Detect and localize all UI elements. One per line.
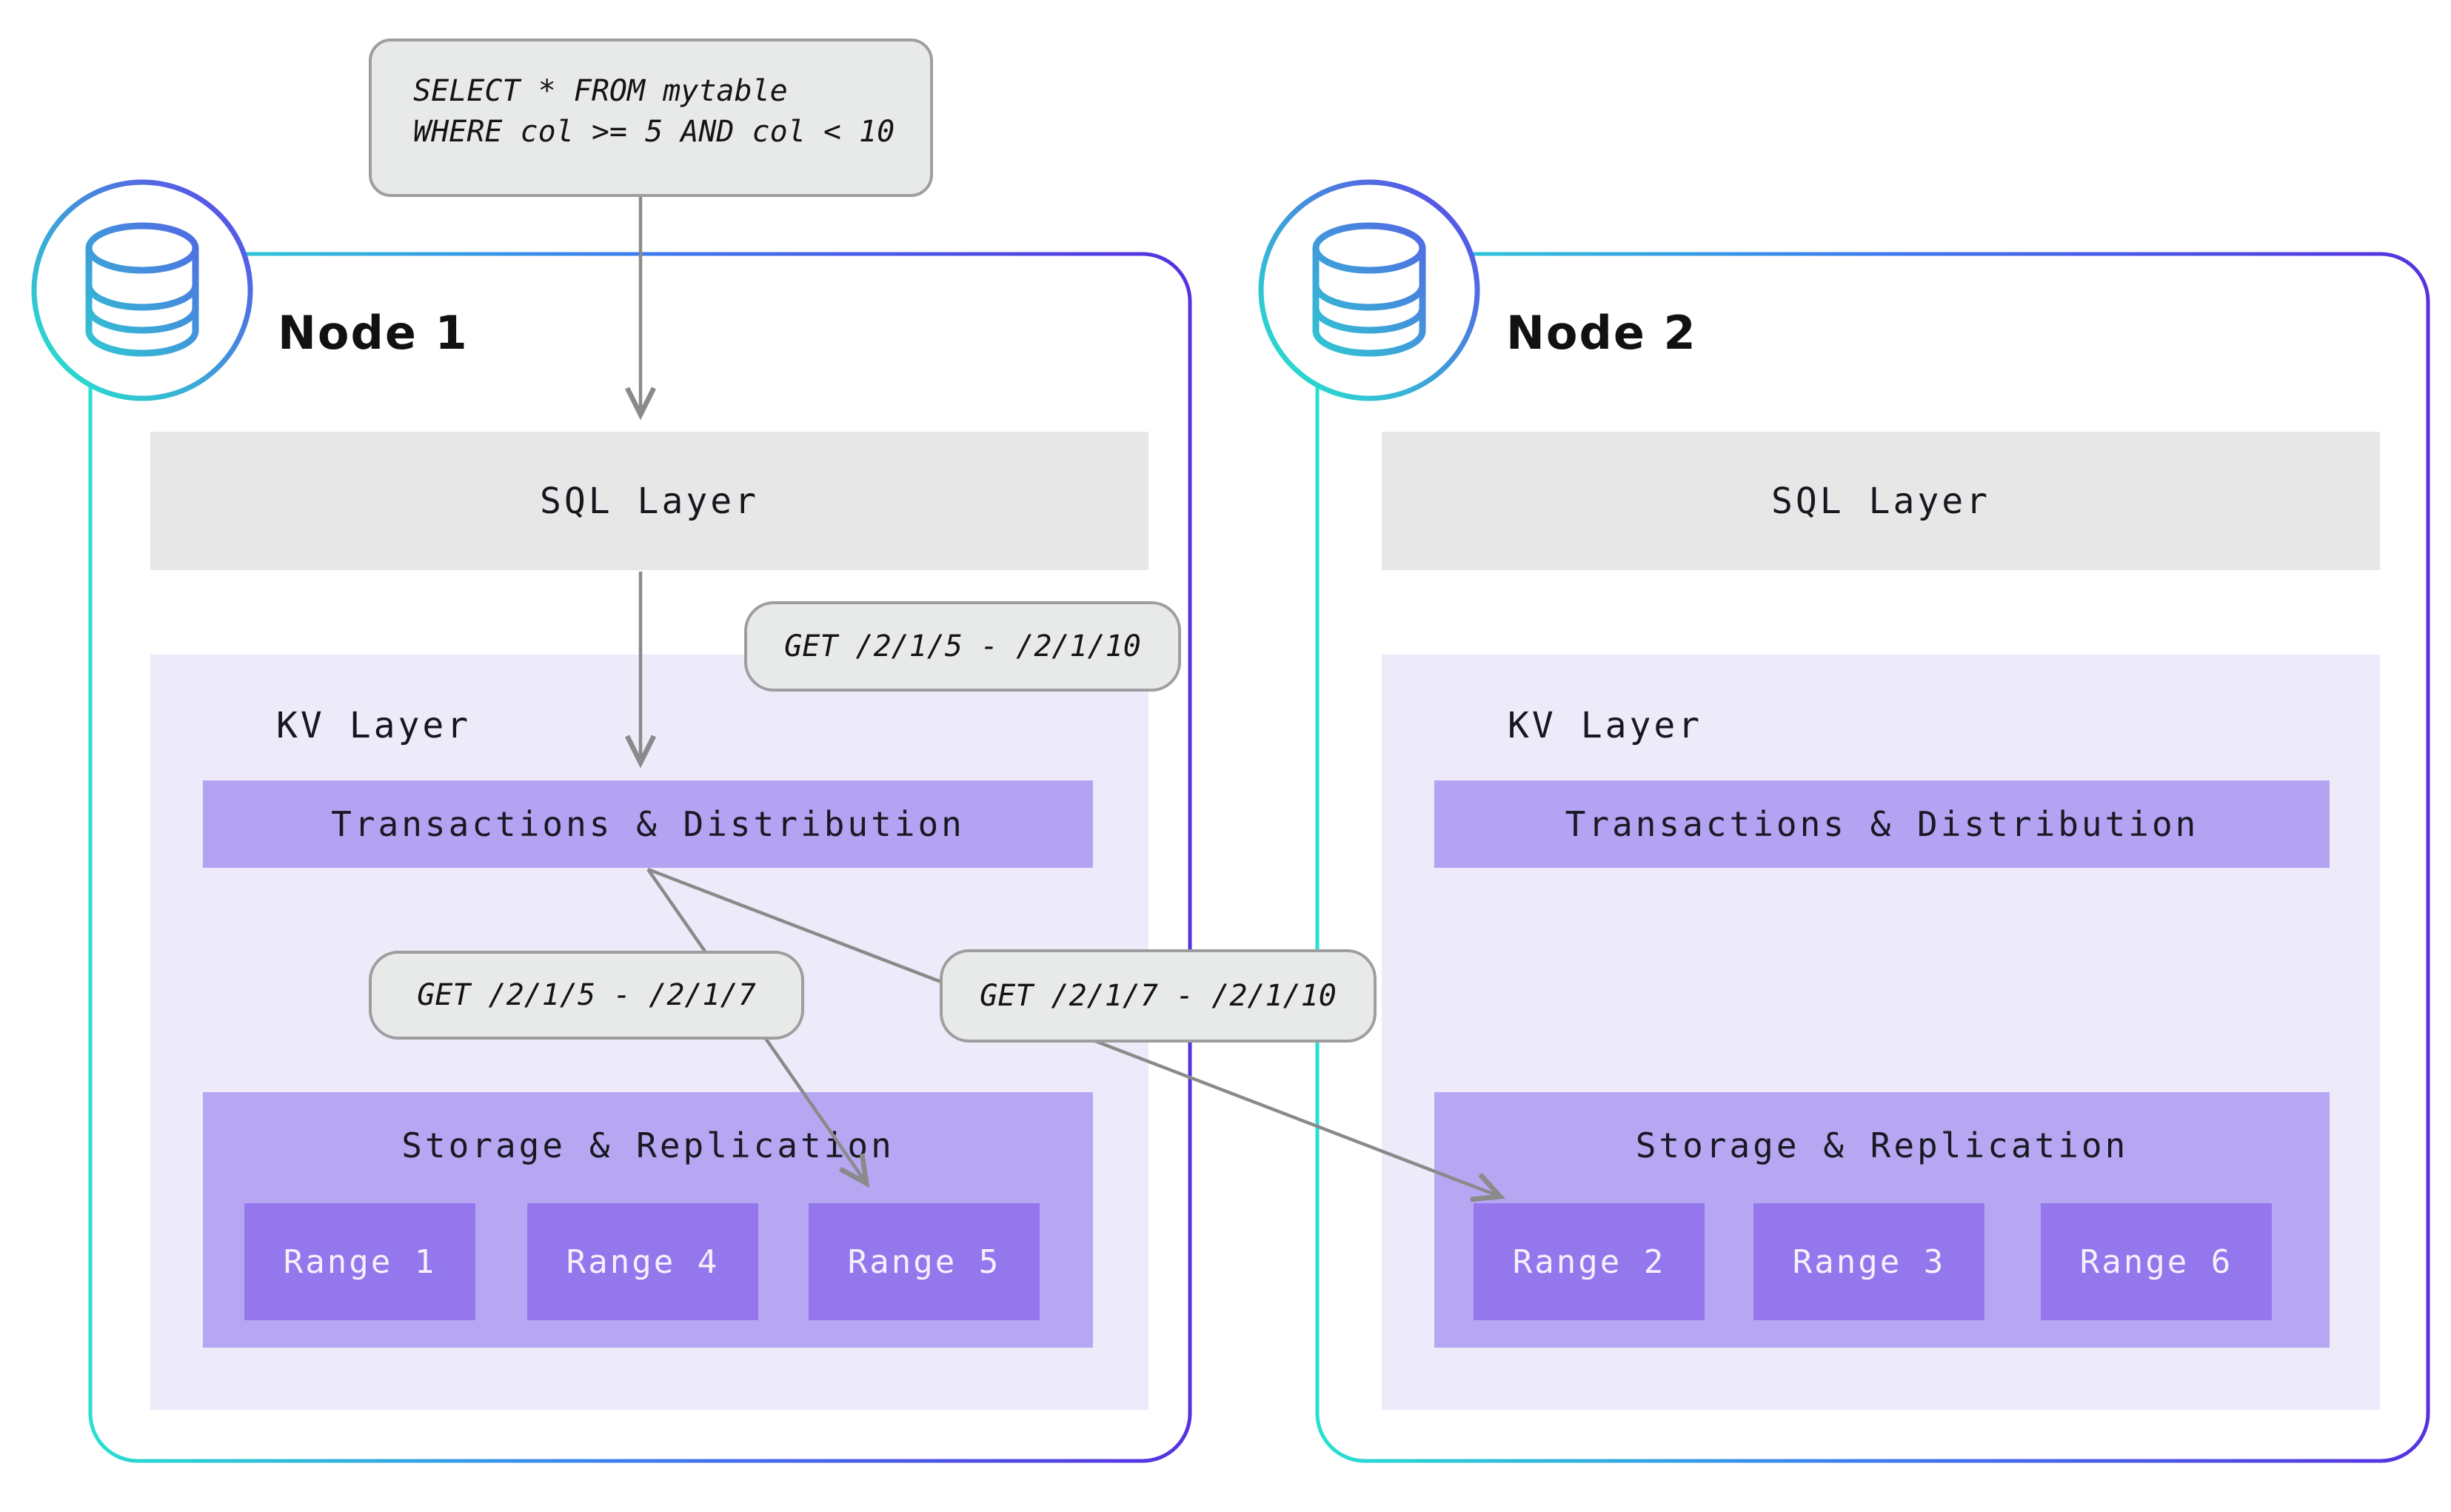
node2-kv-layer-label: KV Layer <box>1508 705 1703 746</box>
get-label-left-range: GET /2/1/5 - /2/1/7 <box>369 951 804 1040</box>
get-label-full-range: GET /2/1/5 - /2/1/10 <box>744 601 1181 692</box>
range-box-6: Range 6 <box>2041 1203 2272 1320</box>
sql-query-line1: SELECT * FROM mytable <box>413 74 788 108</box>
sql-query-box: SELECT * FROM mytable WHERE col >= 5 AND… <box>369 39 933 197</box>
range-box-3: Range 3 <box>1753 1203 1984 1320</box>
range-box-5: Range 5 <box>809 1203 1040 1320</box>
node2-storage-label: Storage & Replication <box>1635 1125 2129 1165</box>
node1-sql-layer-box: SQL Layer <box>150 432 1148 570</box>
range-box-1: Range 1 <box>244 1203 475 1320</box>
node2-border <box>1315 252 2430 1463</box>
database-icon <box>1261 182 1477 398</box>
range-box-2: Range 2 <box>1474 1203 1705 1320</box>
node1-storage-label: Storage & Replication <box>401 1125 895 1165</box>
node2-title: Node 2 <box>1506 306 1697 360</box>
range-box-4: Range 4 <box>527 1203 758 1320</box>
sql-query-line2: WHERE col >= 5 AND col < 10 <box>413 115 895 149</box>
node1-border <box>88 252 1192 1463</box>
node2-transactions-bar: Transactions & Distribution <box>1434 780 2330 868</box>
node2-sql-layer-box: SQL Layer <box>1382 432 2380 570</box>
node1-kv-layer-label: KV Layer <box>276 705 472 746</box>
node1-transactions-bar: Transactions & Distribution <box>203 780 1093 868</box>
database-icon <box>34 182 250 398</box>
get-label-right-range: GET /2/1/7 - /2/1/10 <box>940 949 1377 1043</box>
node1-title: Node 1 <box>278 306 469 360</box>
